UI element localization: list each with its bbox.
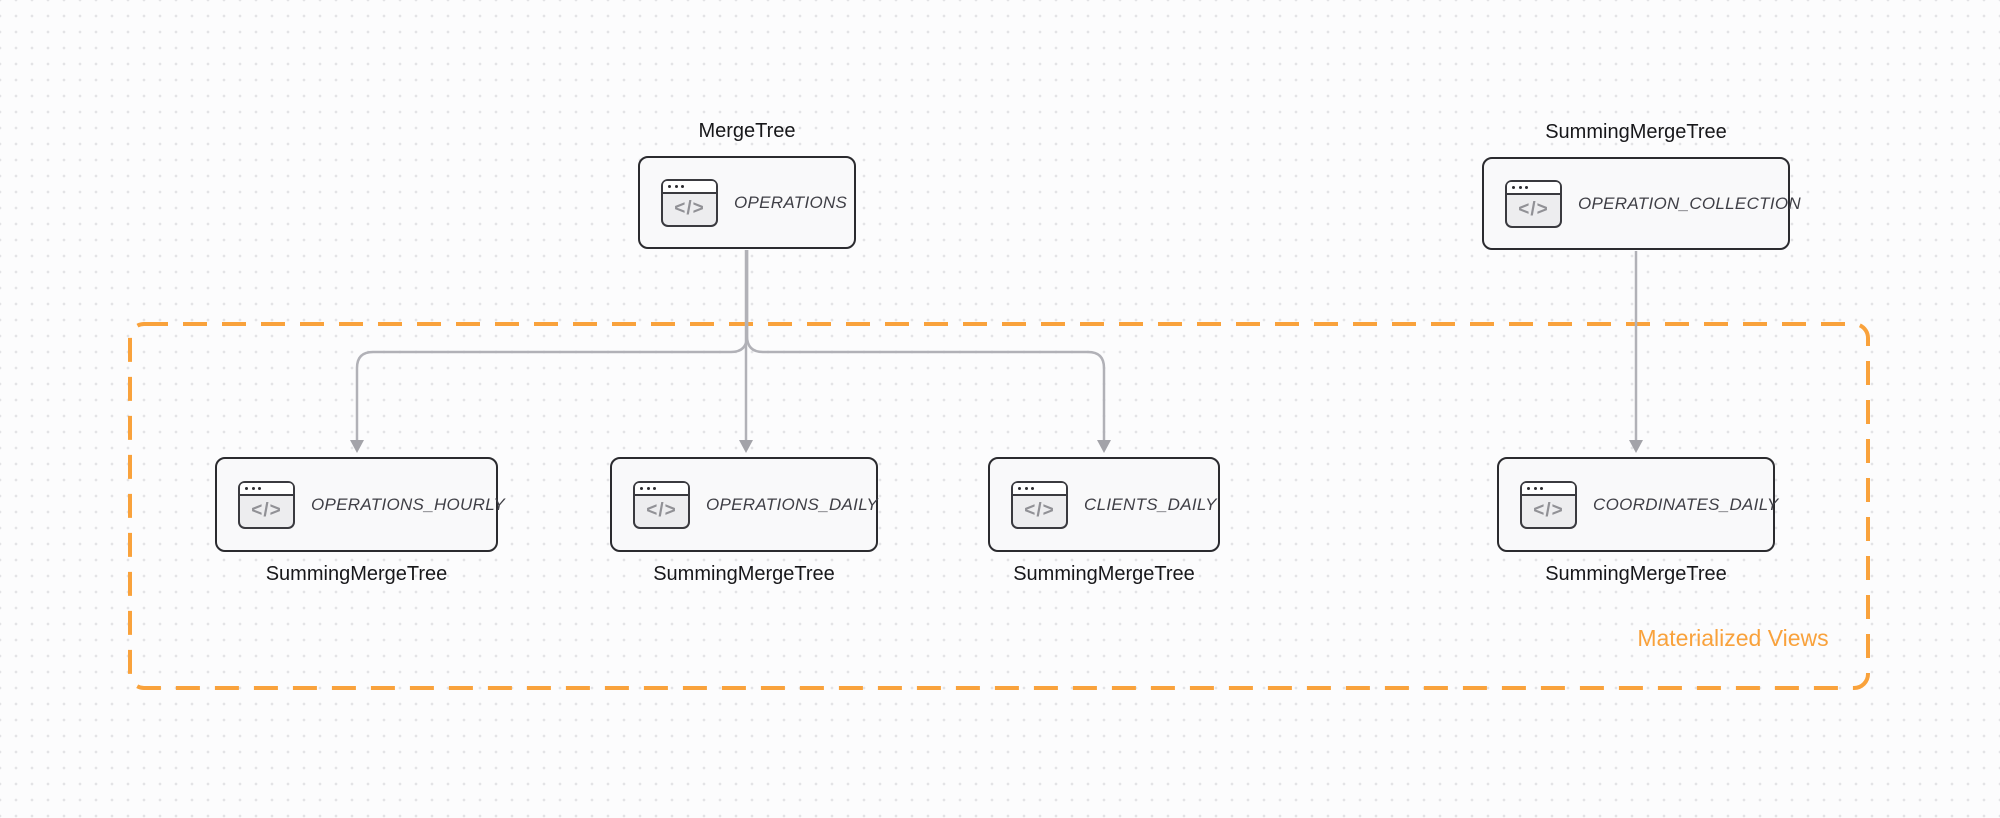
materialized-views-label: Materialized Views (1637, 625, 1829, 651)
node-clients-daily[interactable]: SummingMergeTree </> CLIENTS_DAILY (988, 457, 1220, 585)
code-window-icon: </> (1505, 179, 1562, 228)
node-box[interactable]: </> OPERATIONS_DAILY (610, 457, 878, 552)
code-window-icon: </> (1520, 480, 1577, 529)
node-operations[interactable]: MergeTree </> OPERATIONS (638, 120, 856, 249)
node-box[interactable]: </> COORDINATES_DAILY (1497, 457, 1778, 552)
table-name-label: COORDINATES_DAILY (1593, 494, 1779, 514)
engine-type-label: SummingMergeTree (1545, 563, 1727, 585)
node-box[interactable]: </> OPERATIONS_HOURLY (215, 457, 505, 552)
code-window-icon: </> (238, 480, 295, 529)
table-name-label: OPERATIONS (734, 192, 848, 212)
code-window-icon: </> (633, 480, 690, 529)
node-coordinates-daily[interactable]: SummingMergeTree </> COORDINATES_DAILY (1497, 457, 1778, 585)
engine-type-label: SummingMergeTree (265, 563, 448, 585)
engine-type-label: SummingMergeTree (653, 563, 835, 585)
node-box[interactable]: </> CLIENTS_DAILY (988, 457, 1220, 552)
table-name-label: OPERATION_COLLECTION (1578, 193, 1801, 213)
engine-type-label: SummingMergeTree (1013, 563, 1195, 585)
node-operations-hourly[interactable]: SummingMergeTree </> OPERATIONS_HOURLY (215, 457, 505, 585)
node-operation-collection[interactable]: SummingMergeTree </> OPERATION_COLLECTIO… (1482, 121, 1801, 250)
engine-type-label: MergeTree (698, 120, 796, 142)
engine-type-label: SummingMergeTree (1545, 121, 1727, 143)
node-operations-daily[interactable]: SummingMergeTree </> OPERATIONS_DAILY (610, 457, 878, 585)
node-box[interactable]: </> OPERATION_COLLECTION (1482, 157, 1801, 250)
code-window-icon: </> (661, 178, 718, 227)
node-box[interactable]: </> OPERATIONS (638, 156, 856, 249)
table-name-label: OPERATIONS_HOURLY (311, 494, 506, 514)
code-window-icon: </> (1011, 480, 1068, 529)
table-name-label: OPERATIONS_DAILY (706, 494, 879, 514)
table-name-label: CLIENTS_DAILY (1084, 494, 1217, 514)
